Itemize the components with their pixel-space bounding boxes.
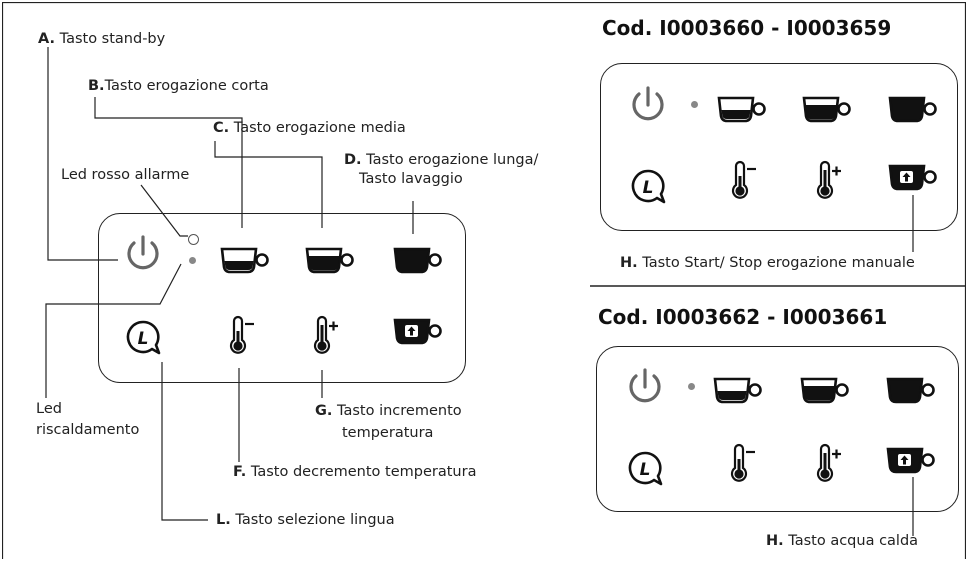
label-g: G. Tasto incremento — [315, 403, 462, 419]
label-g-line2: temperatura — [342, 425, 434, 441]
label-led-rosso: Led rosso allarme — [61, 167, 190, 183]
label-b: B.Tasto erogazione corta — [88, 78, 269, 94]
label-f: F. Tasto decremento temperatura — [233, 464, 477, 480]
led-indicator — [691, 101, 698, 108]
label-h-start-stop: H. Tasto Start/ Stop erogazione manuale — [620, 255, 915, 271]
main-control-panel — [98, 213, 466, 383]
label-a: A. Tasto stand-by — [38, 31, 166, 47]
control-panel-1 — [600, 63, 958, 231]
control-panel-2 — [596, 346, 959, 512]
label-d: D. Tasto erogazione lunga/ — [344, 152, 539, 168]
label-h-acqua-calda: H. Tasto acqua calda — [766, 533, 919, 549]
label-led-risc-2: riscaldamento — [36, 422, 140, 438]
panel2-title: Cod. I0003662 - I0003661 — [598, 305, 888, 329]
label-led-risc-1: Led — [36, 401, 62, 417]
label-d-line2: Tasto lavaggio — [359, 171, 463, 187]
label-c: C. Tasto erogazione media — [213, 120, 406, 136]
label-l: L. Tasto selezione lingua — [216, 512, 395, 528]
led-rosso-indicator — [188, 234, 199, 245]
led-riscaldamento-indicator — [189, 257, 196, 264]
panel1-title: Cod. I0003660 - I0003659 — [602, 16, 892, 40]
led-indicator — [688, 383, 695, 390]
